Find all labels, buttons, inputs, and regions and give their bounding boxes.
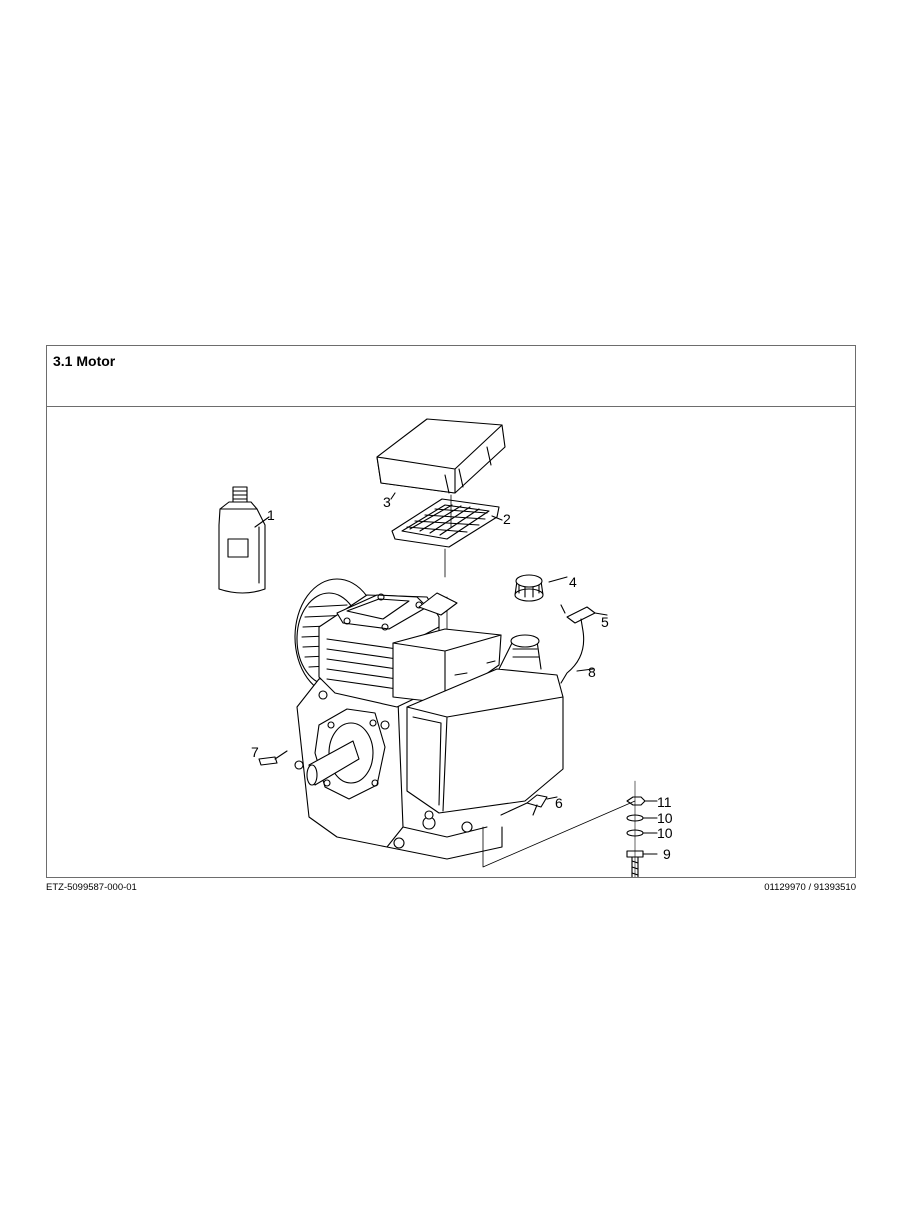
engine-exploded-svg: 1 2 3 4 5 6 7 8 9 10 10 11	[218, 418, 673, 877]
part-numbers: 01129970 / 91393510	[764, 882, 856, 893]
section-header: 3.1 Motor	[47, 346, 855, 407]
callout-10-upper: 10	[657, 810, 673, 826]
callout-2: 2	[503, 511, 511, 527]
air-filter-cover-part	[376, 418, 506, 494]
shaft-key-part	[258, 756, 278, 766]
parts-diagram-frame: 3.1 Motor	[46, 345, 856, 878]
callout-10-lower: 10	[657, 825, 673, 841]
oil-bottle-part	[218, 486, 266, 594]
callout-4: 4	[569, 574, 577, 590]
fastener-stack	[626, 796, 646, 877]
air-filter-element-part	[391, 498, 500, 548]
spark-plug-connector-part	[560, 604, 596, 632]
callout-11: 11	[657, 794, 672, 810]
oil-dipstick-part	[500, 794, 548, 816]
exploded-view-drawing: 1 2 3 4 5 6 7 8 9 10 10 11	[47, 407, 855, 877]
air-filter-housing	[392, 592, 502, 704]
callout-7: 7	[251, 744, 259, 760]
section-title: 3.1 Motor	[53, 353, 116, 369]
fuel-tank	[406, 634, 564, 814]
callout-5: 5	[601, 614, 609, 630]
fuel-cap-part	[514, 574, 544, 602]
document-number: ETZ-5099587-000-01	[46, 882, 137, 893]
callout-9: 9	[663, 846, 671, 862]
callout-1: 1	[267, 507, 275, 523]
cable-part	[560, 630, 585, 684]
callout-8: 8	[588, 664, 596, 680]
crankshaft-output	[306, 708, 386, 800]
callout-6: 6	[555, 795, 563, 811]
callout-3: 3	[383, 494, 391, 510]
